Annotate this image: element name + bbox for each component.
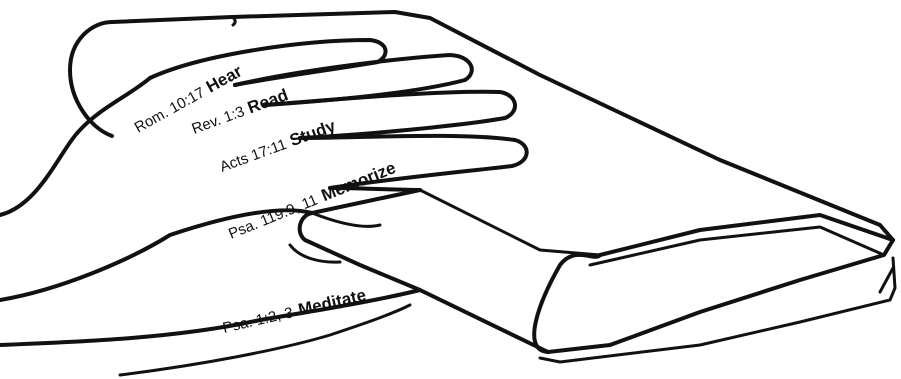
label-word: Hear — [203, 61, 246, 96]
label-word: Meditate — [296, 285, 367, 319]
label-word: Read — [245, 85, 291, 117]
label-study: Acts 17:11Study — [217, 116, 339, 176]
label-reference: Rev. 1:3 — [190, 103, 247, 138]
label-reference: Psa. 1:2, 3 — [221, 304, 295, 337]
label-reference: Acts 17:11 — [218, 136, 289, 176]
label-word: Study — [287, 116, 338, 150]
svg-text:Acts 17:11Study: Acts 17:11Study — [217, 116, 339, 176]
